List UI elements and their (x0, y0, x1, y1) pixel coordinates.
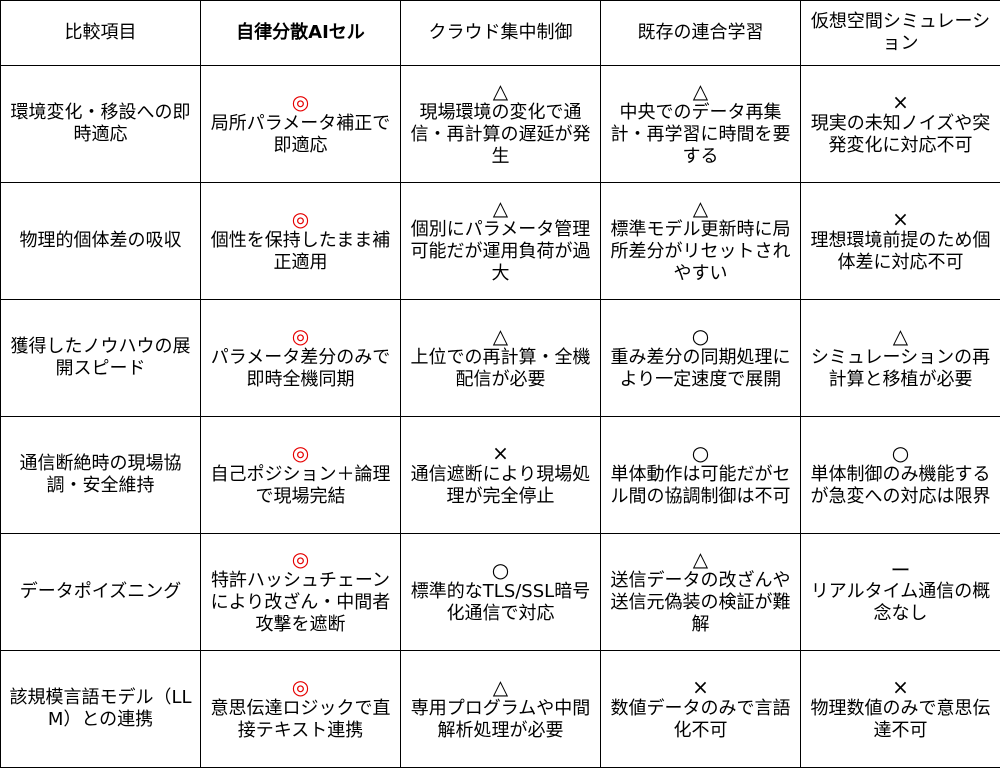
header-comparison-item: 比較項目 (1, 1, 201, 66)
rating-mark: ◎ (209, 676, 392, 698)
table-cell: ー リアルタイム通信の概念なし (801, 534, 1000, 651)
rating-mark: △ (409, 80, 592, 102)
rating-mark: ○ (609, 442, 792, 464)
rating-mark: × (409, 442, 592, 464)
row-label: データポイズニング (1, 534, 201, 651)
rating-mark: ◎ (209, 442, 392, 464)
header-autonomous-ai-cell: 自律分散AIセル (201, 1, 401, 66)
cell-text: 理想環境前提のため個体差に対応不可 (809, 230, 992, 274)
cell-text: 数値データのみで言語化不可 (609, 698, 792, 742)
header-virtual-simulation: 仮想空間シミュレーション (801, 1, 1000, 66)
rating-mark: △ (809, 325, 992, 347)
cell-text: 現実の未知ノイズや突発変化に対応不可 (809, 113, 992, 157)
header-cloud-central-control: クラウド集中制御 (401, 1, 601, 66)
table-cell: ○ 単体制御のみ機能するが急変への対応は限界 (801, 417, 1000, 534)
rating-mark: ◎ (209, 91, 392, 113)
header-row: 比較項目 自律分散AIセル クラウド集中制御 既存の連合学習 仮想空間シミュレー… (1, 1, 1000, 66)
table-row: 物理的個体差の吸収 ◎ 個性を保持したまま補正適用 △ 個別にパラメータ管理可能… (1, 183, 1000, 300)
row-label: 物理的個体差の吸収 (1, 183, 201, 300)
table-cell: ○ 標準的なTLS/SSL暗号化通信で対応 (401, 534, 601, 651)
table-cell: ◎ 意思伝達ロジックで直接テキスト連携 (201, 651, 401, 768)
row-label: 該規模言語モデル（LLM）との連携 (1, 651, 201, 768)
cell-text: 個性を保持したまま補正適用 (209, 230, 392, 274)
table-cell: × 通信遮断により現場処理が完全停止 (401, 417, 601, 534)
table-cell: ◎ 局所パラメータ補正で即適応 (201, 66, 401, 183)
rating-mark: ー (809, 559, 992, 581)
cell-text: 特許ハッシュチェーンにより改ざん・中間者攻撃を遮断 (209, 570, 392, 636)
cell-text: 上位での再計算・全機配信が必要 (409, 347, 592, 391)
table-cell: ◎ 特許ハッシュチェーンにより改ざん・中間者攻撃を遮断 (201, 534, 401, 651)
rating-mark: ○ (409, 559, 592, 581)
rating-mark: △ (609, 197, 792, 219)
rating-mark: × (809, 208, 992, 230)
rating-mark: ○ (809, 442, 992, 464)
cell-text: 単体動作は可能だがセル間の協調制御は不可 (609, 464, 792, 508)
row-label: 環境変化・移設への即時適応 (1, 66, 201, 183)
table-cell: △ 標準モデル更新時に局所差分がリセットされやすい (601, 183, 801, 300)
table-cell: × 理想環境前提のため個体差に対応不可 (801, 183, 1000, 300)
table-row: 獲得したノウハウの展開スピード ◎ パラメータ差分のみで即時全機同期 △ 上位で… (1, 300, 1000, 417)
cell-text: 専用プログラムや中間解析処理が必要 (409, 698, 592, 742)
cell-text: 通信遮断により現場処理が完全停止 (409, 464, 592, 508)
cell-text: 送信データの改ざんや送信元偽装の検証が難解 (609, 570, 792, 636)
table-cell: × 数値データのみで言語化不可 (601, 651, 801, 768)
table-row: 該規模言語モデル（LLM）との連携 ◎ 意思伝達ロジックで直接テキスト連携 △ … (1, 651, 1000, 768)
cell-text: 個別にパラメータ管理可能だが運用負荷が過大 (409, 219, 592, 285)
table-cell: ○ 単体動作は可能だがセル間の協調制御は不可 (601, 417, 801, 534)
cell-text: 標準的なTLS/SSL暗号化通信で対応 (409, 581, 592, 625)
cell-text: 単体制御のみ機能するが急変への対応は限界 (809, 464, 992, 508)
table-cell: △ 専用プログラムや中間解析処理が必要 (401, 651, 601, 768)
table-cell: × 現実の未知ノイズや突発変化に対応不可 (801, 66, 1000, 183)
rating-mark: ○ (609, 325, 792, 347)
rating-mark: ◎ (209, 325, 392, 347)
cell-text: 現場環境の変化で通信・再計算の遅延が発生 (409, 102, 592, 168)
table-cell: △ 個別にパラメータ管理可能だが運用負荷が過大 (401, 183, 601, 300)
table-cell: △ 送信データの改ざんや送信元偽装の検証が難解 (601, 534, 801, 651)
rating-mark: △ (409, 197, 592, 219)
table-row: データポイズニング ◎ 特許ハッシュチェーンにより改ざん・中間者攻撃を遮断 ○ … (1, 534, 1000, 651)
table-cell: △ 現場環境の変化で通信・再計算の遅延が発生 (401, 66, 601, 183)
rating-mark: △ (409, 325, 592, 347)
table-cell: × 物理数値のみで意思伝達不可 (801, 651, 1000, 768)
cell-text: 物理数値のみで意思伝達不可 (809, 698, 992, 742)
row-label: 通信断絶時の現場協調・安全維持 (1, 417, 201, 534)
table-cell: ◎ 自己ポジション＋論理で現場完結 (201, 417, 401, 534)
rating-mark: × (809, 676, 992, 698)
table-cell: △ 上位での再計算・全機配信が必要 (401, 300, 601, 417)
table-cell: △ シミュレーションの再計算と移植が必要 (801, 300, 1000, 417)
header-federated-learning: 既存の連合学習 (601, 1, 801, 66)
cell-text: 局所パラメータ補正で即適応 (209, 113, 392, 157)
table-row: 通信断絶時の現場協調・安全維持 ◎ 自己ポジション＋論理で現場完結 × 通信遮断… (1, 417, 1000, 534)
cell-text: パラメータ差分のみで即時全機同期 (209, 347, 392, 391)
cell-text: 意思伝達ロジックで直接テキスト連携 (209, 698, 392, 742)
cell-text: 重み差分の同期処理により一定速度で展開 (609, 347, 792, 391)
rating-mark: △ (609, 548, 792, 570)
table-cell: ◎ パラメータ差分のみで即時全機同期 (201, 300, 401, 417)
table-cell: △ 中央でのデータ再集計・再学習に時間を要する (601, 66, 801, 183)
rating-mark: △ (609, 80, 792, 102)
cell-text: 自己ポジション＋論理で現場完結 (209, 464, 392, 508)
table-cell: ◎ 個性を保持したまま補正適用 (201, 183, 401, 300)
cell-text: 中央でのデータ再集計・再学習に時間を要する (609, 102, 792, 168)
cell-text: シミュレーションの再計算と移植が必要 (809, 347, 992, 391)
rating-mark: △ (409, 676, 592, 698)
rating-mark: × (809, 91, 992, 113)
cell-text: リアルタイム通信の概念なし (809, 581, 992, 625)
rating-mark: ◎ (209, 208, 392, 230)
table-cell: ○ 重み差分の同期処理により一定速度で展開 (601, 300, 801, 417)
rating-mark: ◎ (209, 548, 392, 570)
row-label: 獲得したノウハウの展開スピード (1, 300, 201, 417)
rating-mark: × (609, 676, 792, 698)
cell-text: 標準モデル更新時に局所差分がリセットされやすい (609, 219, 792, 285)
table-row: 環境変化・移設への即時適応 ◎ 局所パラメータ補正で即適応 △ 現場環境の変化で… (1, 66, 1000, 183)
